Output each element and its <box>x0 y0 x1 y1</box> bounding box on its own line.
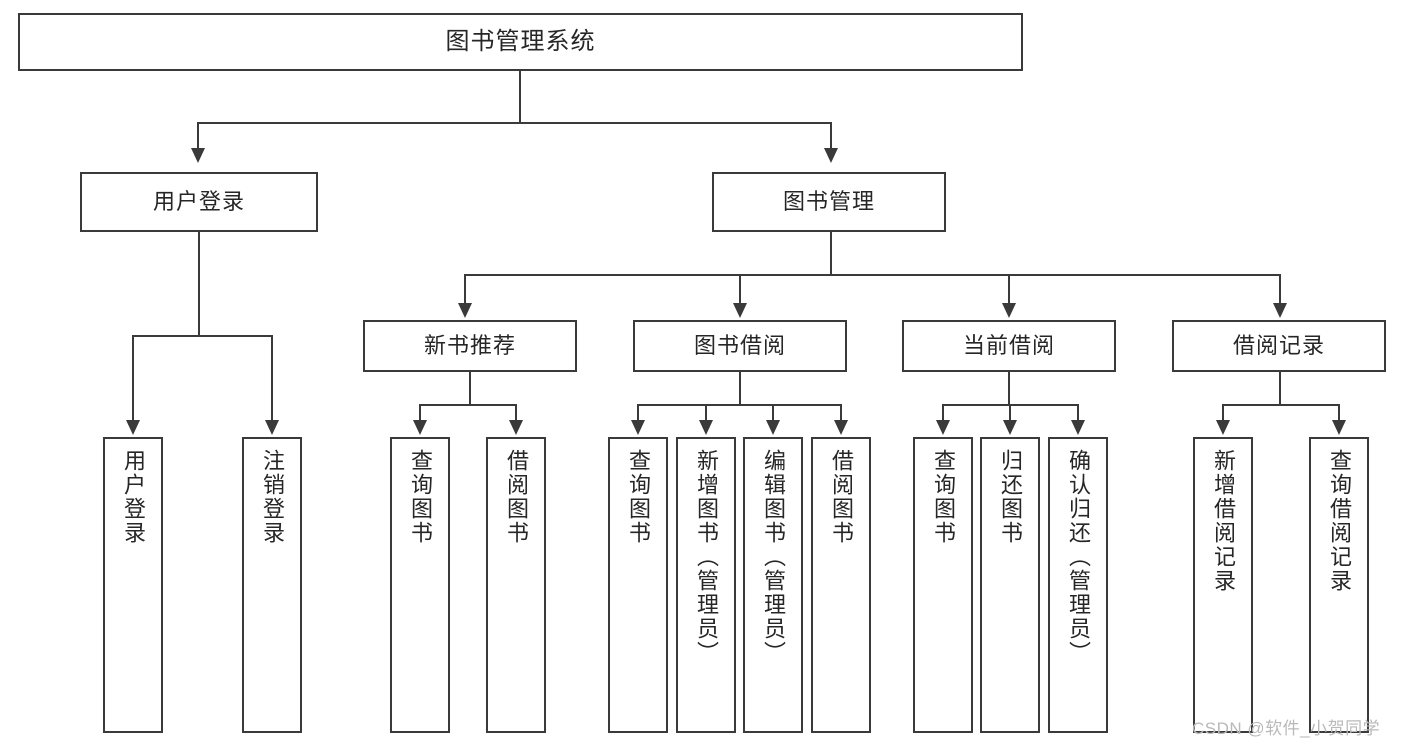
arrowhead-borrow-c4 <box>834 420 848 435</box>
connector-newbook-c2 <box>515 404 517 422</box>
leaf-newbook-borrow-book[interactable]: 借阅图书 <box>486 437 546 733</box>
node-label: 查询图书 <box>930 449 956 545</box>
arrowhead-borrow <box>733 303 747 318</box>
connector-current-stem <box>1008 372 1010 405</box>
node-label: 查询借阅记录 <box>1326 449 1352 593</box>
arrowhead-record-c1 <box>1216 420 1230 435</box>
arrowhead-current-c3 <box>1071 420 1085 435</box>
arrowhead-user-login-leaf <box>126 420 140 435</box>
leaf-borrow-query-book[interactable]: 查询图书 <box>608 437 668 733</box>
leaf-record-add-record[interactable]: 新增借阅记录 <box>1193 437 1253 733</box>
leaf-current-confirm-return-admin[interactable]: 确认归还（管理员） <box>1048 437 1108 733</box>
connector-current-c2 <box>1009 404 1011 422</box>
node-borrow-record[interactable]: 借阅记录 <box>1172 320 1386 372</box>
connector-root-bus <box>197 122 831 124</box>
connector-userlogin-stem <box>198 232 200 336</box>
leaf-current-query-book[interactable]: 查询图书 <box>913 437 973 733</box>
node-label: 图书管理 <box>782 189 875 215</box>
node-label: 图书管理系统 <box>445 28 596 55</box>
arrowhead-borrow-c3 <box>766 420 780 435</box>
node-current-borrow[interactable]: 当前借阅 <box>902 320 1116 372</box>
leaf-current-return-book[interactable]: 归还图书 <box>980 437 1040 733</box>
node-label: 确认归还（管理员） <box>1065 449 1091 665</box>
leaf-logout[interactable]: 注销登录 <box>242 437 302 733</box>
connector-borrow-c3 <box>772 404 774 422</box>
connector-borrow-c2 <box>705 404 707 422</box>
connector-bookmgmt-stem <box>830 232 832 275</box>
arrowhead-newbook <box>458 303 472 318</box>
connector-bookmgmt-to-newbook <box>464 274 466 305</box>
connector-root-to-bookmgmt <box>830 122 832 150</box>
arrowhead-newbook-c1 <box>413 420 427 435</box>
node-new-book-recommend[interactable]: 新书推荐 <box>363 320 577 372</box>
node-book-management[interactable]: 图书管理 <box>712 172 946 232</box>
arrowhead-userlogin <box>191 148 205 163</box>
connector-current-c3 <box>1077 404 1079 422</box>
leaf-borrow-borrow-book[interactable]: 借阅图书 <box>811 437 871 733</box>
node-label: 图书借阅 <box>693 333 786 359</box>
connector-bookmgmt-to-borrow <box>739 274 741 305</box>
connector-record-stem <box>1279 372 1281 405</box>
node-user-login[interactable]: 用户登录 <box>80 172 318 232</box>
node-label: 当前借阅 <box>962 333 1055 359</box>
arrowhead-newbook-c2 <box>509 420 523 435</box>
node-label: 查询图书 <box>625 449 651 545</box>
connector-newbook-bus <box>419 404 516 406</box>
node-root-system[interactable]: 图书管理系统 <box>18 13 1023 71</box>
leaf-borrow-add-book-admin[interactable]: 新增图书（管理员） <box>676 437 736 733</box>
connector-record-c2 <box>1338 404 1340 422</box>
connector-newbook-stem <box>469 372 471 405</box>
connector-record-c1 <box>1222 404 1224 422</box>
connector-borrow-c1 <box>637 404 639 422</box>
connector-userlogin-child2 <box>271 335 273 422</box>
node-label: 新增借阅记录 <box>1210 449 1236 593</box>
connector-current-c1 <box>942 404 944 422</box>
connector-userlogin-child1 <box>132 335 134 422</box>
node-label: 用户登录 <box>120 449 146 545</box>
connector-newbook-c1 <box>419 404 421 422</box>
connector-bookmgmt-bus <box>464 274 1281 276</box>
node-label: 借阅记录 <box>1232 333 1325 359</box>
connector-borrow-bus <box>637 404 840 406</box>
connector-root-to-userlogin <box>197 122 199 150</box>
node-label: 归还图书 <box>997 449 1023 545</box>
connector-bookmgmt-to-current <box>1008 274 1010 305</box>
leaf-borrow-edit-book-admin[interactable]: 编辑图书（管理员） <box>743 437 803 733</box>
arrowhead-borrow-c2 <box>699 420 713 435</box>
node-label: 查询图书 <box>407 449 433 545</box>
arrowhead-borrow-c1 <box>631 420 645 435</box>
node-label: 借阅图书 <box>503 449 529 545</box>
leaf-record-query-record[interactable]: 查询借阅记录 <box>1309 437 1369 733</box>
node-label: 用户登录 <box>152 189 245 215</box>
arrowhead-current-c2 <box>1003 420 1017 435</box>
arrowhead-bookmgmt <box>824 148 838 163</box>
connector-borrow-stem <box>739 372 741 405</box>
node-label: 编辑图书（管理员） <box>760 449 786 665</box>
leaf-user-login[interactable]: 用户登录 <box>103 437 163 733</box>
connector-bookmgmt-to-record <box>1279 274 1281 305</box>
arrowhead-logout-leaf <box>265 420 279 435</box>
node-label: 注销登录 <box>259 449 285 545</box>
arrowhead-record <box>1273 303 1287 318</box>
leaf-newbook-query-book[interactable]: 查询图书 <box>390 437 450 733</box>
connector-root-stem <box>519 71 521 123</box>
arrowhead-current <box>1002 303 1016 318</box>
connector-record-bus <box>1222 404 1339 406</box>
node-label: 借阅图书 <box>828 449 854 545</box>
arrowhead-record-c2 <box>1332 420 1346 435</box>
connector-borrow-c4 <box>840 404 842 422</box>
arrowhead-current-c1 <box>936 420 950 435</box>
node-label: 新书推荐 <box>423 333 516 359</box>
connector-userlogin-bus <box>132 335 272 337</box>
node-book-borrow[interactable]: 图书借阅 <box>633 320 847 372</box>
node-label: 新增图书（管理员） <box>693 449 719 665</box>
